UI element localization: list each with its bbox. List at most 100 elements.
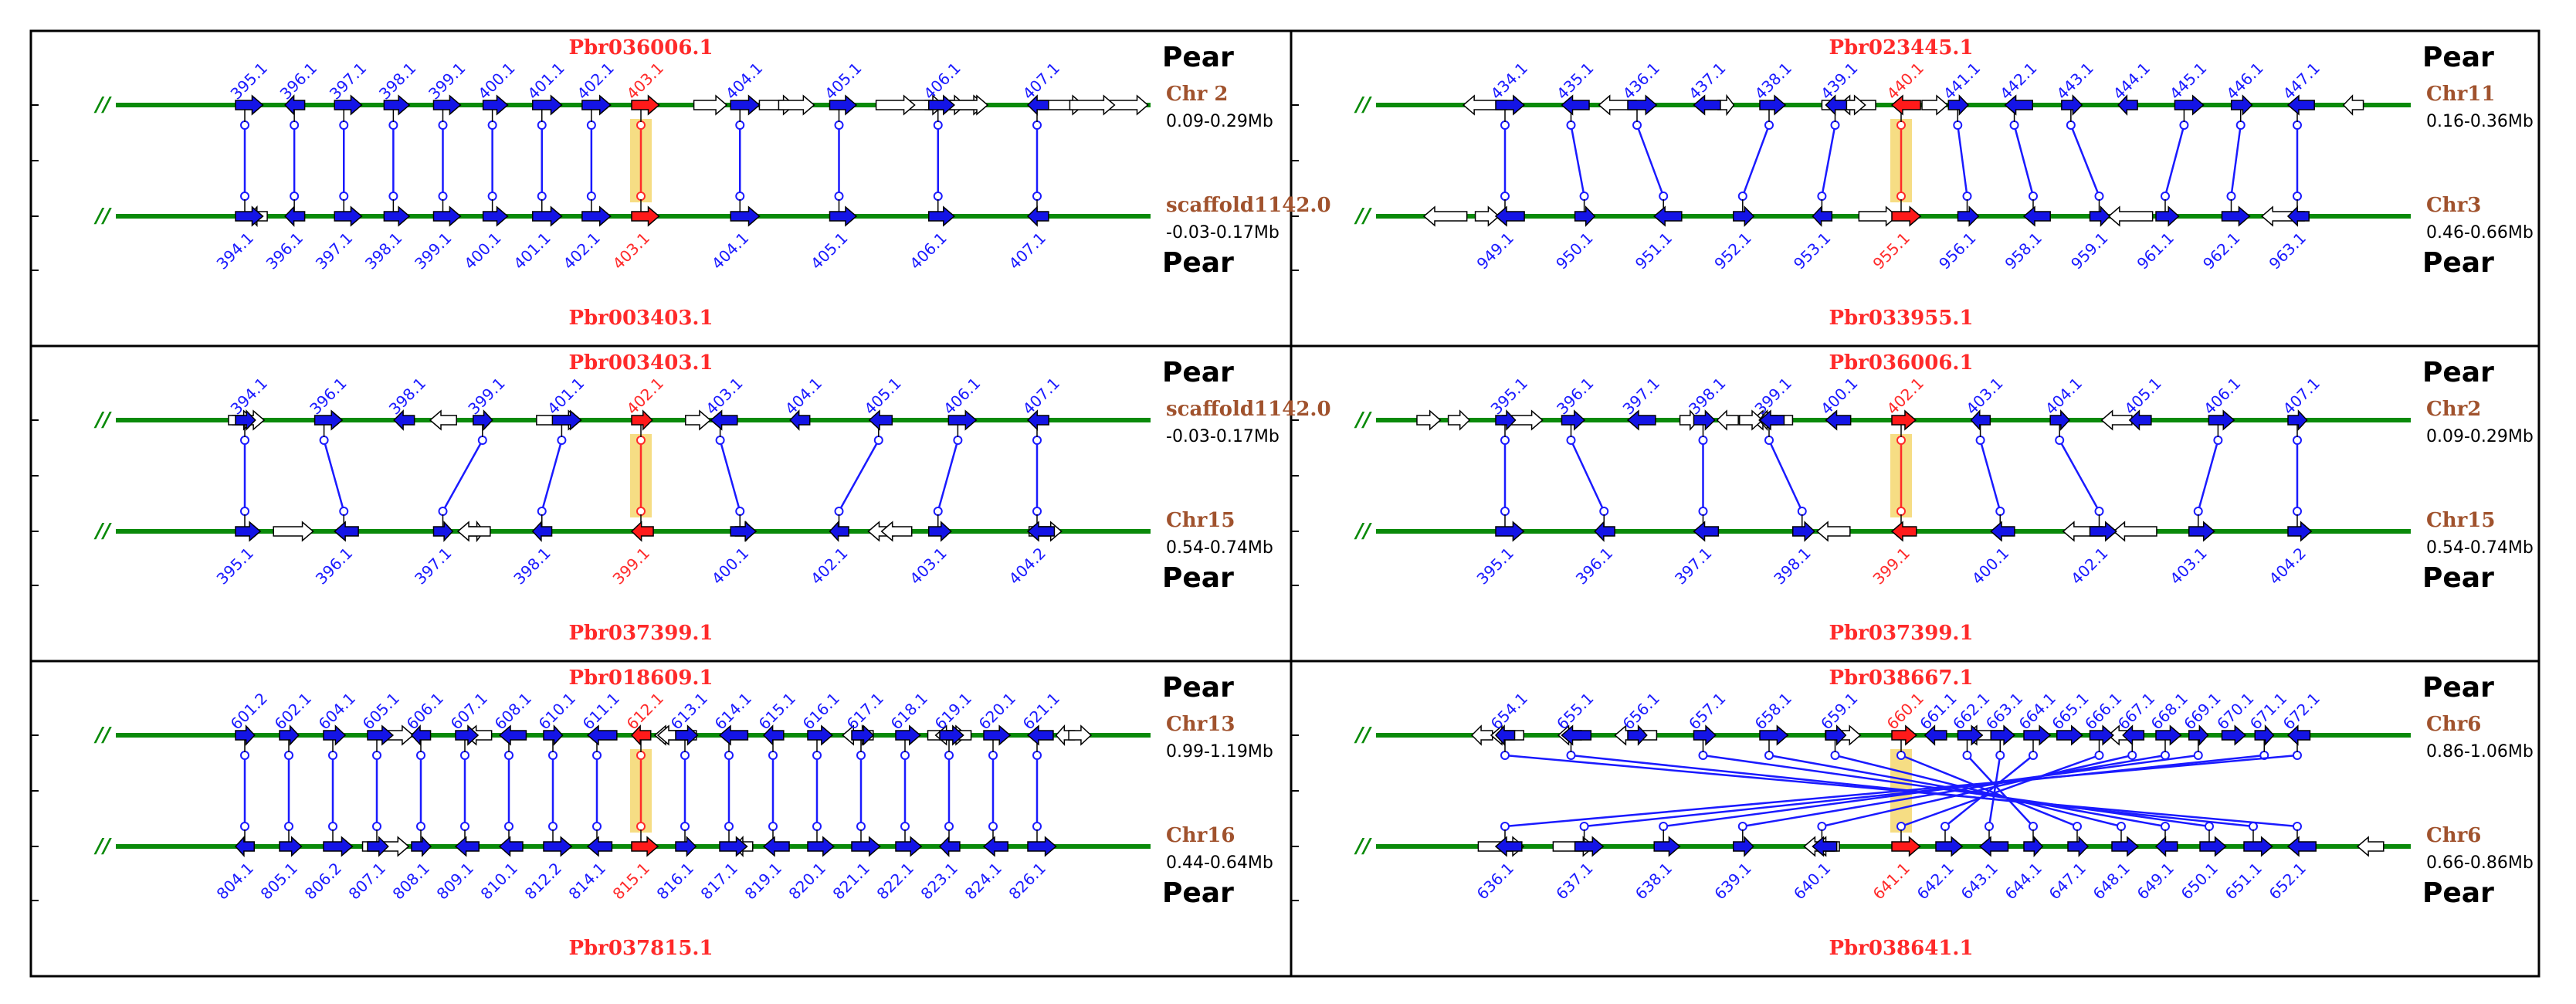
link-endpoint	[636, 751, 646, 760]
gene-arrow	[928, 94, 955, 116]
synteny-link	[1768, 754, 2166, 828]
gene-arrow	[334, 94, 363, 116]
link-endpoint	[636, 192, 646, 201]
top-gene-label: 443.1	[2052, 59, 2096, 103]
gene-arrow	[279, 836, 303, 857]
gene-arrow	[454, 836, 480, 857]
link-endpoint	[2293, 192, 2302, 201]
gene-arrow	[1495, 521, 1525, 542]
gene-arrow	[1825, 724, 1847, 746]
link-endpoint	[2226, 192, 2236, 201]
synteny-link	[1584, 754, 2265, 828]
top-gene-label: 404.1	[2042, 374, 2086, 418]
gene-arrow	[2243, 836, 2273, 857]
gene-arrow	[851, 724, 875, 746]
top-gene-label: 405.1	[821, 59, 865, 103]
link-endpoint	[2029, 192, 2038, 201]
top-gene-label: 406.1	[940, 374, 984, 418]
gene-arrow	[1693, 94, 1721, 116]
gene-arrow	[2174, 94, 2205, 116]
gene-arrow	[531, 521, 553, 542]
top-gene-label: 620.1	[975, 689, 1019, 733]
synteny-link	[1957, 124, 1968, 197]
link-endpoint	[372, 822, 381, 831]
gene-arrow	[314, 409, 344, 431]
link-endpoint	[988, 822, 998, 831]
link-endpoint	[2293, 751, 2302, 760]
bottom-gene-label: 648.1	[2090, 859, 2134, 903]
bottom-gene-label: 397.1	[1671, 544, 1715, 588]
link-endpoint	[1830, 120, 1840, 130]
top-chromosome-range: 0.09-0.29Mb	[1166, 112, 1273, 131]
gene-arrow	[432, 521, 454, 542]
synteny-link	[2059, 439, 2100, 512]
gene-arrow	[1978, 836, 2009, 857]
link-endpoint	[1032, 436, 1042, 445]
bottom-species-label: Pear	[1162, 247, 1234, 279]
top-gene-label: 398.1	[385, 374, 429, 418]
link-endpoint	[2293, 120, 2302, 130]
bottom-gene-label: 639.1	[1710, 859, 1754, 903]
top-gene-label: 438.1	[1751, 59, 1795, 103]
link-endpoint	[768, 751, 778, 760]
bottom-gene-label: 950.1	[1552, 229, 1596, 273]
link-endpoint	[1737, 822, 1747, 831]
gene-arrow	[895, 724, 921, 746]
gene-arrow	[234, 836, 255, 857]
gene-arrow	[235, 521, 262, 542]
top-species-label: Pear	[2422, 42, 2494, 73]
link-endpoint	[834, 192, 844, 201]
link-endpoint	[487, 120, 497, 130]
top-gene-label: 667.1	[2114, 689, 2158, 733]
top-gene-label: 404.1	[781, 374, 825, 418]
link-endpoint	[1764, 436, 1774, 445]
bottom-gene-label: 403.1	[906, 544, 950, 588]
link-endpoint	[504, 751, 514, 760]
gene-arrow	[1924, 724, 1947, 746]
bottom-gene-label: 401.1	[510, 229, 554, 273]
link-endpoint	[2161, 192, 2170, 201]
bottom-chromosome-range: 0.54-0.74Mb	[2426, 538, 2534, 558]
bottom-gene-label: 398.1	[1770, 544, 1814, 588]
gene-arrow	[498, 836, 524, 857]
bottom-gene-label: 815.1	[609, 859, 653, 903]
gene-arrow	[2067, 836, 2090, 857]
link-endpoint	[1579, 822, 1589, 831]
top-gene-label: 440.1	[1883, 59, 1927, 103]
link-endpoint	[319, 436, 329, 445]
gene-arrow	[1759, 724, 1789, 746]
highlight-gene-arrow	[1890, 94, 1921, 116]
link-endpoint	[2179, 120, 2189, 130]
gene-arrow	[1422, 205, 1468, 227]
gene-arrow	[1653, 205, 1683, 227]
gene-arrow	[273, 521, 314, 542]
bottom-chromosome-name: Chr6	[2426, 824, 2481, 847]
link-endpoint	[2235, 120, 2246, 130]
top-gene-label: 659.1	[1817, 689, 1861, 733]
gene-arrow	[482, 205, 509, 227]
top-gene-label: 395.1	[227, 59, 271, 103]
link-endpoint	[1032, 192, 1042, 201]
bottom-gene-label: 400.1	[460, 229, 504, 273]
top-gene-label: 605.1	[359, 689, 403, 733]
top-gene-label: 441.1	[1940, 59, 1984, 103]
link-endpoint	[944, 822, 954, 831]
link-endpoint	[1995, 507, 2005, 516]
bottom-gene-label: 636.1	[1473, 859, 1517, 903]
link-endpoint	[1032, 822, 1042, 831]
gene-arrow	[2188, 724, 2209, 746]
bottom-gene-label: 641.1	[1869, 859, 1913, 903]
link-endpoint	[438, 507, 448, 516]
gene-arrow	[2188, 521, 2215, 542]
top-gene-label: 405.1	[860, 374, 904, 418]
synteny-link	[1742, 754, 2166, 828]
gene-arrow	[2128, 409, 2152, 431]
top-gene-label: 434.1	[1487, 59, 1531, 103]
bottom-species-label: Pear	[1162, 562, 1234, 594]
top-gene-label: 397.1	[1619, 374, 1663, 418]
top-chromosome-range: -0.03-0.17Mb	[1166, 427, 1280, 446]
bottom-gene-title: Pbr003403.1	[568, 307, 713, 330]
link-endpoint	[1797, 507, 1807, 516]
top-gene-label: 400.1	[1817, 374, 1861, 418]
